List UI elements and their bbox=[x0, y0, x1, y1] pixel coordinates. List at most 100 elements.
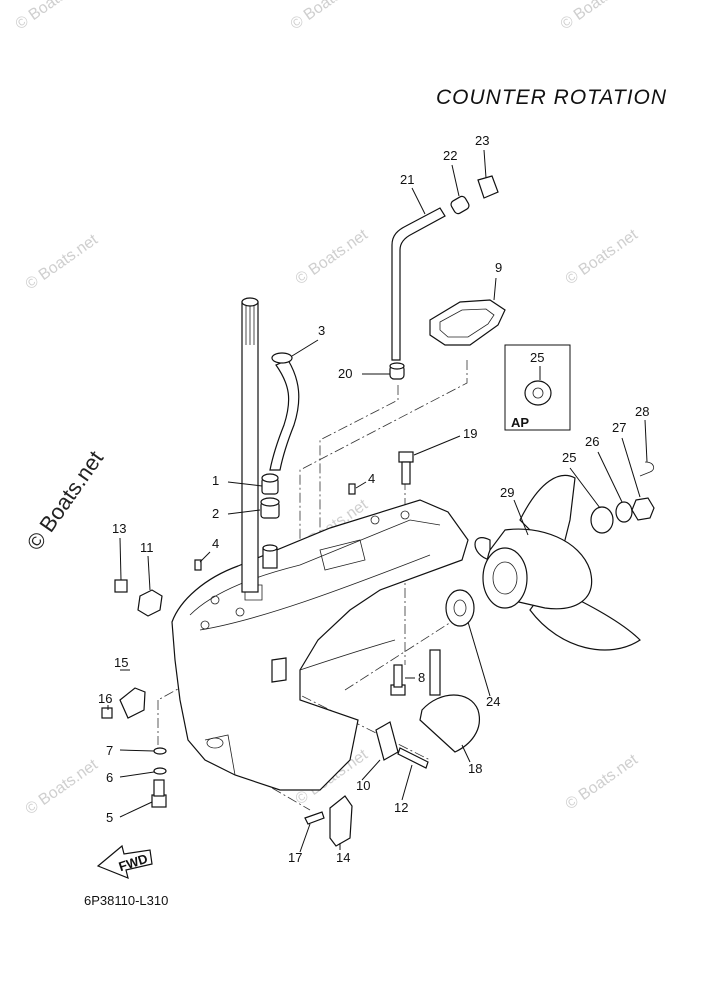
leader-line bbox=[119, 801, 153, 818]
part-number-label: 24 bbox=[486, 694, 500, 709]
part-number-label: 2 bbox=[212, 506, 219, 521]
pipe-seal bbox=[477, 175, 499, 199]
part-number-label: 8 bbox=[418, 670, 425, 685]
bolt bbox=[398, 451, 414, 485]
anode bbox=[119, 687, 146, 719]
part-number-label: 20 bbox=[338, 366, 352, 381]
leader-line bbox=[355, 481, 367, 489]
leader-line bbox=[467, 621, 491, 697]
anode-bolt bbox=[397, 747, 429, 769]
part-number-label: 12 bbox=[394, 800, 408, 815]
spacer bbox=[590, 506, 614, 534]
part-number-label: 22 bbox=[443, 148, 457, 163]
part-number-label: 25 bbox=[530, 350, 544, 365]
leader-line bbox=[569, 467, 601, 509]
leader-line bbox=[199, 551, 211, 563]
leader-line bbox=[147, 555, 151, 591]
part-number-label: 1 bbox=[212, 473, 219, 488]
part-number-label: 29 bbox=[500, 485, 514, 500]
part-number-label: 28 bbox=[635, 404, 649, 419]
leader-line bbox=[361, 759, 381, 781]
screw bbox=[101, 707, 113, 719]
watermark-large: © Boats.net bbox=[22, 446, 109, 555]
leader-line bbox=[597, 451, 623, 503]
leader-line bbox=[461, 744, 471, 763]
part-number-label: 5 bbox=[106, 810, 113, 825]
watermark: © Boats.net bbox=[563, 226, 642, 288]
page-title: COUNTER ROTATION bbox=[436, 86, 668, 109]
trim-tab bbox=[137, 589, 163, 617]
watermark: © Boats.net bbox=[288, 0, 367, 33]
watermark: © Boats.net bbox=[293, 226, 372, 288]
prop-nut bbox=[631, 497, 655, 521]
part-number-label: 9 bbox=[495, 260, 502, 275]
leader-line bbox=[513, 499, 529, 536]
thrust-bushing bbox=[445, 589, 475, 627]
watermark: © Boats.net bbox=[13, 0, 92, 33]
part-number-label: 4 bbox=[212, 536, 219, 551]
leader-line bbox=[451, 164, 460, 197]
part-number-label: 13 bbox=[112, 521, 126, 536]
leader-line bbox=[227, 509, 261, 515]
washer bbox=[153, 767, 167, 775]
part-number-label: 25 bbox=[562, 450, 576, 465]
part-number-label: 21 bbox=[400, 172, 414, 187]
leader-line bbox=[621, 437, 641, 498]
cover-plate bbox=[329, 795, 353, 847]
cotter-pin bbox=[639, 461, 655, 477]
leader-line bbox=[119, 537, 122, 581]
watermark: © Boats.net bbox=[23, 756, 102, 818]
leader-line bbox=[119, 749, 155, 752]
leader-line bbox=[227, 481, 263, 487]
gasket bbox=[429, 299, 506, 346]
nut bbox=[114, 579, 128, 593]
part-number-label: 27 bbox=[612, 420, 626, 435]
part-number-label: 18 bbox=[468, 761, 482, 776]
watermark: © Boats.net bbox=[563, 751, 642, 813]
part-number-label: 19 bbox=[463, 426, 477, 441]
part-number-label: 3 bbox=[318, 323, 325, 338]
screw bbox=[304, 811, 325, 825]
watermark: © Boats.net bbox=[558, 0, 637, 33]
leader-line bbox=[413, 435, 461, 456]
dowel-pin bbox=[194, 559, 202, 571]
part-number-label: 23 bbox=[475, 133, 489, 148]
drain-bolt bbox=[151, 779, 167, 808]
part-number-label: 15 bbox=[114, 655, 128, 670]
bolt bbox=[390, 664, 406, 696]
pipe-fitting bbox=[389, 362, 405, 380]
part-number-label: 7 bbox=[106, 743, 113, 758]
water-tube bbox=[269, 352, 300, 471]
part-number-label: 26 bbox=[585, 434, 599, 449]
diagram-code: 6P38110-L310 bbox=[84, 893, 169, 908]
part-number-label: 16 bbox=[98, 691, 112, 706]
anode-trim bbox=[419, 694, 480, 753]
part-number-label: 11 bbox=[140, 540, 154, 555]
washer bbox=[615, 501, 633, 523]
leader-line bbox=[644, 419, 648, 463]
part-number-label: 10 bbox=[356, 778, 370, 793]
pipe-grommet bbox=[450, 195, 470, 215]
leader-line bbox=[401, 764, 413, 801]
propeller bbox=[474, 474, 641, 651]
drive-shaft bbox=[241, 297, 259, 593]
water-pipe-assembly bbox=[391, 175, 499, 361]
washer bbox=[153, 747, 167, 755]
callouts: 1234456789101112131415161718192021222324… bbox=[98, 133, 649, 865]
part-number-label: 14 bbox=[336, 850, 350, 865]
leader-line bbox=[493, 277, 497, 301]
leader-line bbox=[119, 771, 155, 778]
fwd-arrow: FWD bbox=[96, 844, 153, 879]
leader-line bbox=[299, 823, 311, 853]
part-number-label: 6 bbox=[106, 770, 113, 785]
watermark: © Boats.net bbox=[23, 231, 102, 293]
ap-inset: AP bbox=[504, 344, 571, 431]
grommets bbox=[260, 473, 280, 569]
part-number-label: 17 bbox=[288, 850, 302, 865]
leader-line bbox=[291, 339, 319, 357]
dowel-pin bbox=[348, 483, 356, 495]
anode-block bbox=[375, 721, 399, 761]
leader-line bbox=[411, 187, 426, 215]
